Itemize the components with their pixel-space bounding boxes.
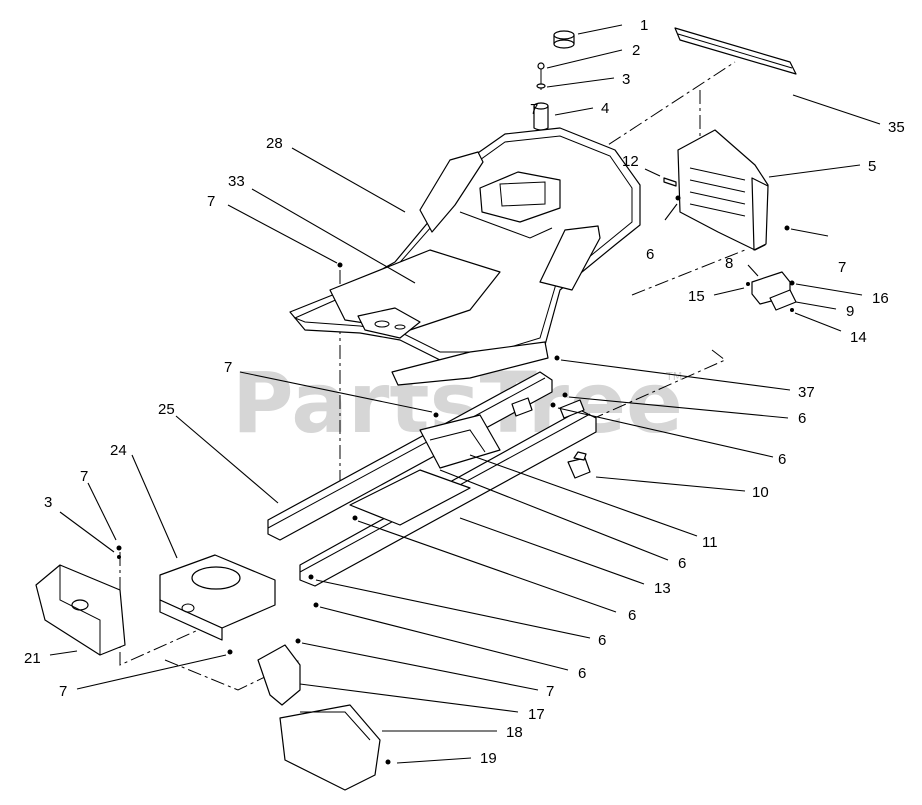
callout-label: 21 — [24, 650, 41, 667]
callout-labels: 1 2 3 7 4 35 28 5 12 33 7 6 7 8 15 16 9 … — [24, 17, 905, 767]
part-10-clip — [567, 451, 591, 479]
callout-label: 6 — [646, 246, 654, 263]
watermark-trademark: TM — [665, 370, 682, 383]
callout-label: 6 — [598, 632, 606, 649]
callout-label: 7 — [838, 259, 846, 276]
part-4-spacer — [533, 102, 549, 172]
callout-label: 17 — [528, 706, 545, 723]
part-8-bracket — [751, 271, 797, 311]
callout-label: 33 — [228, 173, 245, 190]
callout-label: 8 — [725, 255, 733, 272]
part-21-front-bracket — [35, 564, 126, 656]
callout-label: 3 — [44, 494, 52, 511]
callout-label: 37 — [798, 384, 815, 401]
callout-label: 35 — [888, 119, 905, 136]
callout-label: 28 — [266, 135, 283, 152]
part-3-washer — [536, 83, 546, 89]
part-33-floor-pan — [329, 249, 501, 339]
callout-label: 6 — [678, 555, 686, 572]
part-5-rear-shield — [677, 129, 769, 251]
callout-label: 1 — [640, 17, 648, 34]
callout-label: 11 — [702, 534, 718, 551]
callout-label: 7 — [224, 359, 232, 376]
callout-label: 7 — [80, 468, 88, 485]
hardware — [116, 195, 795, 765]
callout-label: 4 — [601, 100, 609, 117]
callout-label: 13 — [654, 580, 671, 597]
part-1-knob — [553, 30, 575, 49]
part-12-screw — [663, 177, 677, 187]
callout-label: 6 — [798, 410, 806, 427]
callout-label: 18 — [506, 724, 523, 741]
part-28-fender — [289, 127, 641, 386]
callout-label: 6 — [778, 451, 786, 468]
part-17-belt-guard — [257, 644, 301, 706]
callout-label: 19 — [480, 750, 497, 767]
callout-label: 12 — [622, 153, 639, 170]
part-24-engine-plate — [159, 554, 276, 641]
part-25-frame — [267, 371, 597, 587]
callout-label: 10 — [752, 484, 769, 501]
callout-label: 7 — [59, 683, 67, 700]
callout-label: 24 — [110, 442, 127, 459]
callout-label: 2 — [632, 42, 640, 59]
callout-label: 6 — [628, 607, 636, 624]
callout-label: 15 — [688, 288, 705, 305]
callout-label: 6 — [578, 665, 586, 682]
callout-label: 3 — [622, 71, 630, 88]
callout-label: 5 — [868, 158, 876, 175]
part-35-rear-rail — [674, 27, 797, 75]
callout-label: 9 — [846, 303, 854, 320]
callout-label: 25 — [158, 401, 175, 418]
assembly-lines — [119, 61, 746, 691]
part-18-shroud — [279, 704, 381, 791]
callout-label: 16 — [872, 290, 889, 307]
callout-label: 7 — [207, 193, 215, 210]
callout-label: 7 — [530, 101, 538, 118]
callout-label: 7 — [546, 683, 554, 700]
callout-label: 14 — [850, 329, 867, 346]
leader-lines — [49, 24, 881, 764]
